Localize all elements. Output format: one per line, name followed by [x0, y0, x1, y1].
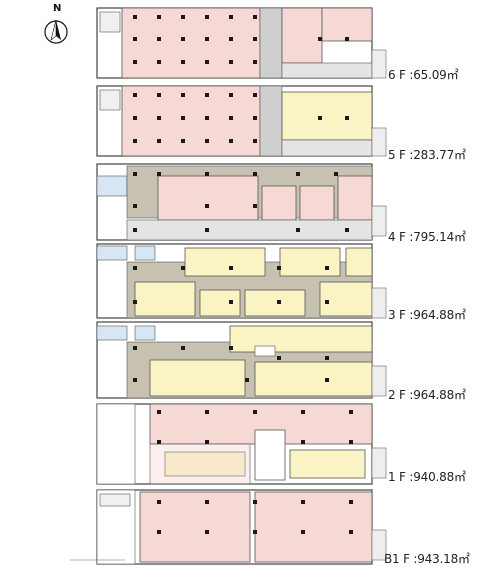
floor-plan-6f — [96, 7, 387, 79]
compass-north-label: N — [53, 3, 62, 14]
floor-label-6f: 6 F :65.09㎡ — [388, 68, 459, 82]
floor-plan-b1f — [70, 489, 387, 565]
floor-plan-3f — [96, 243, 387, 319]
floor-plan-2f — [96, 321, 387, 399]
floor-label-b1f: B1 F :943.18㎡ — [384, 552, 470, 566]
north-arrow-icon — [44, 19, 68, 44]
floor-label-1f: 1 F :940.88㎡ — [388, 470, 466, 484]
floor-label-3f: 3 F :964.88㎡ — [388, 308, 466, 322]
floor-plan-4f — [96, 163, 387, 241]
floor-label-2f: 2 F :964.88㎡ — [388, 388, 466, 402]
floor-label-4f: 4 F :795.14㎡ — [388, 230, 466, 244]
floor-plan-1f — [96, 403, 387, 485]
floor-label-5f: 5 F :283.77㎡ — [388, 148, 466, 162]
floor-plan-5f — [96, 85, 387, 157]
